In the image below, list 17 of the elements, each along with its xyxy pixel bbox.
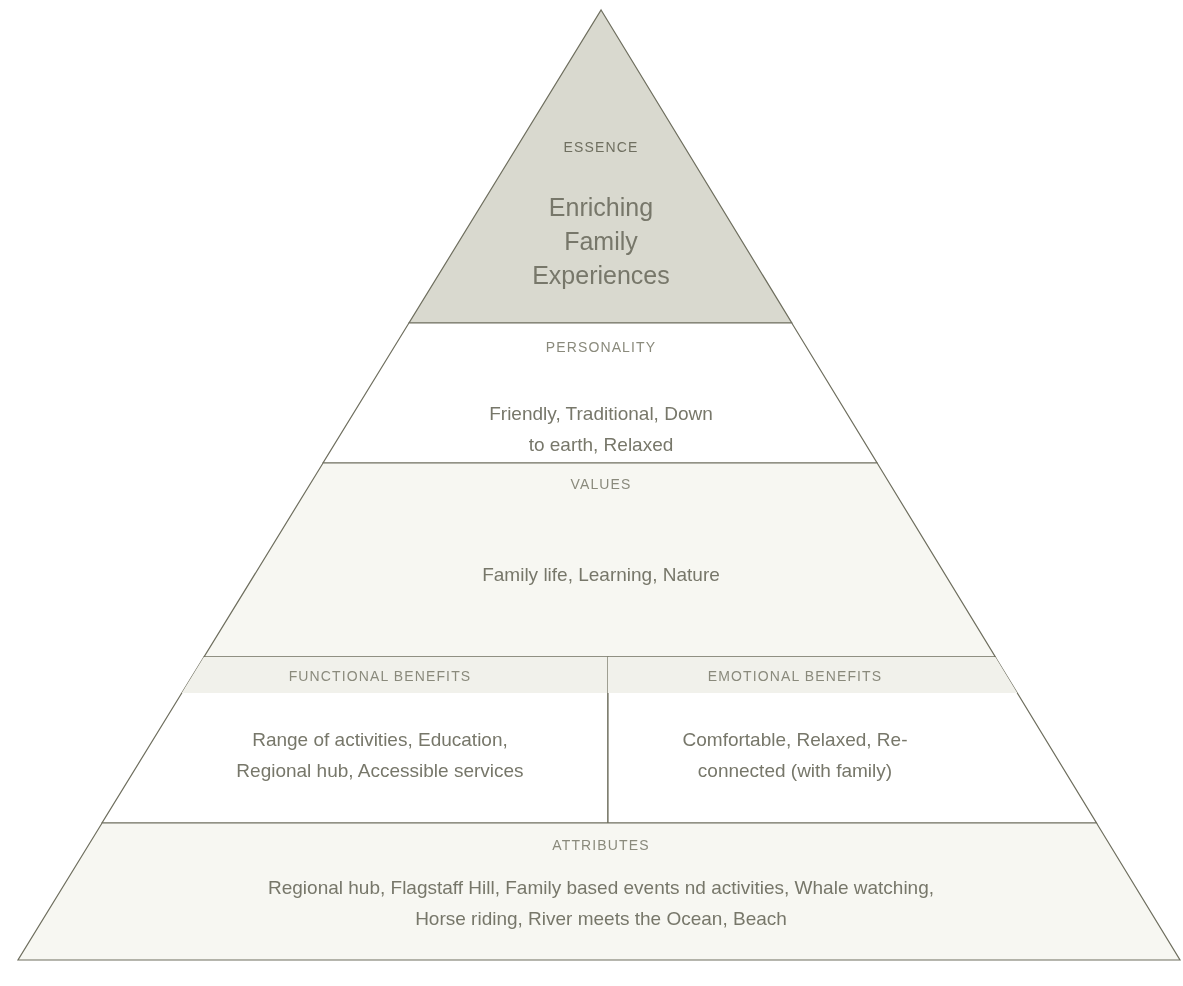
pyramid-tier [102,657,608,823]
tier-text: Range of activities, Education, Regional hub, Accessible services [235,728,525,783]
tier-text: Family life, Learning, Nature [481,563,721,587]
pyramid-tier [18,823,1180,960]
tier-text: Enriching Family Experiences [531,192,671,291]
pyramid-tier [608,657,1097,823]
tier-heading: FUNCTIONAL BENEFITS [288,667,472,685]
tier-text: Regional hub, Flagstaff Hill, Family based events nd activities, Whale watching, Horse riding, River meets the Ocean, Beach [267,876,935,931]
tier-heading: VALUES [570,475,632,493]
tier-text: Comfortable, Relaxed, Re-connected (with family) [681,728,909,783]
tier-heading: PERSONALITY [545,338,657,356]
tier-heading: ATTRIBUTES [552,836,650,854]
pyramid-tier [203,463,996,657]
pyramid-tier [408,10,792,323]
tier-text: Friendly, Traditional, Down to earth, Relaxed [488,402,714,457]
tier-heading: ESSENCE [563,138,639,156]
tier-heading: EMOTIONAL BENEFITS [707,667,883,685]
